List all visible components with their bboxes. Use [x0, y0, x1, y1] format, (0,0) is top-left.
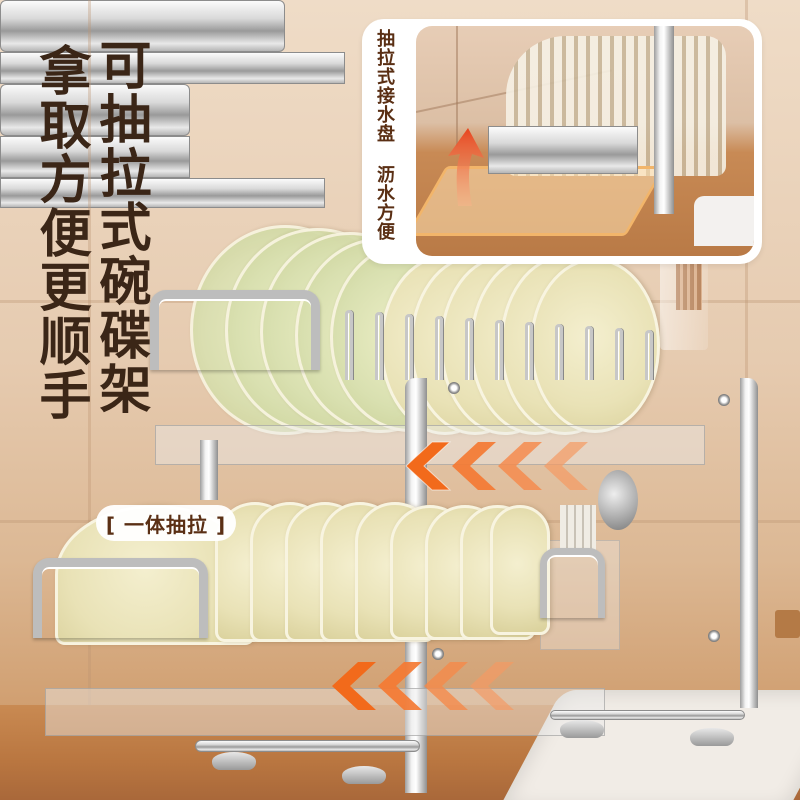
bottom-tier-front-panel[interactable]: [0, 84, 190, 136]
inset-sink: [694, 196, 754, 246]
bottom-tier-handle[interactable]: [33, 558, 208, 638]
tile-grout: [745, 0, 748, 720]
forks: [560, 505, 596, 555]
chevron-left-icon: [378, 662, 422, 710]
screw: [432, 648, 444, 660]
feature-label-pill: [ 一体抽拉 ]: [96, 505, 236, 541]
suction-foot: [212, 752, 256, 770]
screw: [448, 382, 460, 394]
inset-caption: 抽拉式接水盘 沥水方便: [374, 29, 395, 241]
headline-product-name: 可抽拉式碗碟架: [90, 38, 150, 416]
base-rail-rear: [550, 710, 745, 720]
chevron-left-icon: [405, 441, 452, 491]
top-tier-side-rail: [0, 52, 345, 84]
wood-block: [775, 610, 800, 638]
bottom-tier-side-rail: [0, 178, 325, 208]
inset-photo: [416, 26, 754, 256]
top-tier-front-panel[interactable]: [0, 0, 285, 52]
suction-foot: [690, 728, 734, 746]
slide-in-indicator-top: [402, 440, 588, 492]
inset-detail-card: 抽拉式接水盘 沥水方便: [362, 19, 762, 264]
bottom-slide-rail: [0, 136, 190, 178]
tile-grout: [88, 0, 91, 720]
headline-benefit: 拿取方便更顺手: [30, 44, 90, 422]
screw: [718, 394, 730, 406]
rear-frame-post: [740, 378, 758, 708]
utensil-holder-handle: [540, 548, 605, 618]
screw: [708, 630, 720, 642]
chevron-left-icon: [424, 662, 468, 710]
spoons: [598, 470, 638, 530]
chevron-left-icon: [498, 442, 542, 490]
suction-foot: [560, 720, 604, 738]
slide-in-indicator-bottom: [328, 660, 514, 712]
up-curved-arrow-icon: [448, 128, 484, 206]
inset-rack-front: [488, 126, 638, 174]
chevron-left-icon: [332, 662, 376, 710]
base-rail-front: [195, 740, 420, 752]
suction-foot: [342, 766, 386, 784]
support-post: [200, 440, 218, 500]
inset-rack-post: [654, 26, 674, 214]
chevron-left-icon: [452, 442, 496, 490]
top-tier-handle[interactable]: [150, 290, 320, 370]
chevron-left-icon: [544, 442, 588, 490]
chevron-left-icon: [470, 662, 514, 710]
bottom-drip-tray[interactable]: [45, 688, 605, 736]
